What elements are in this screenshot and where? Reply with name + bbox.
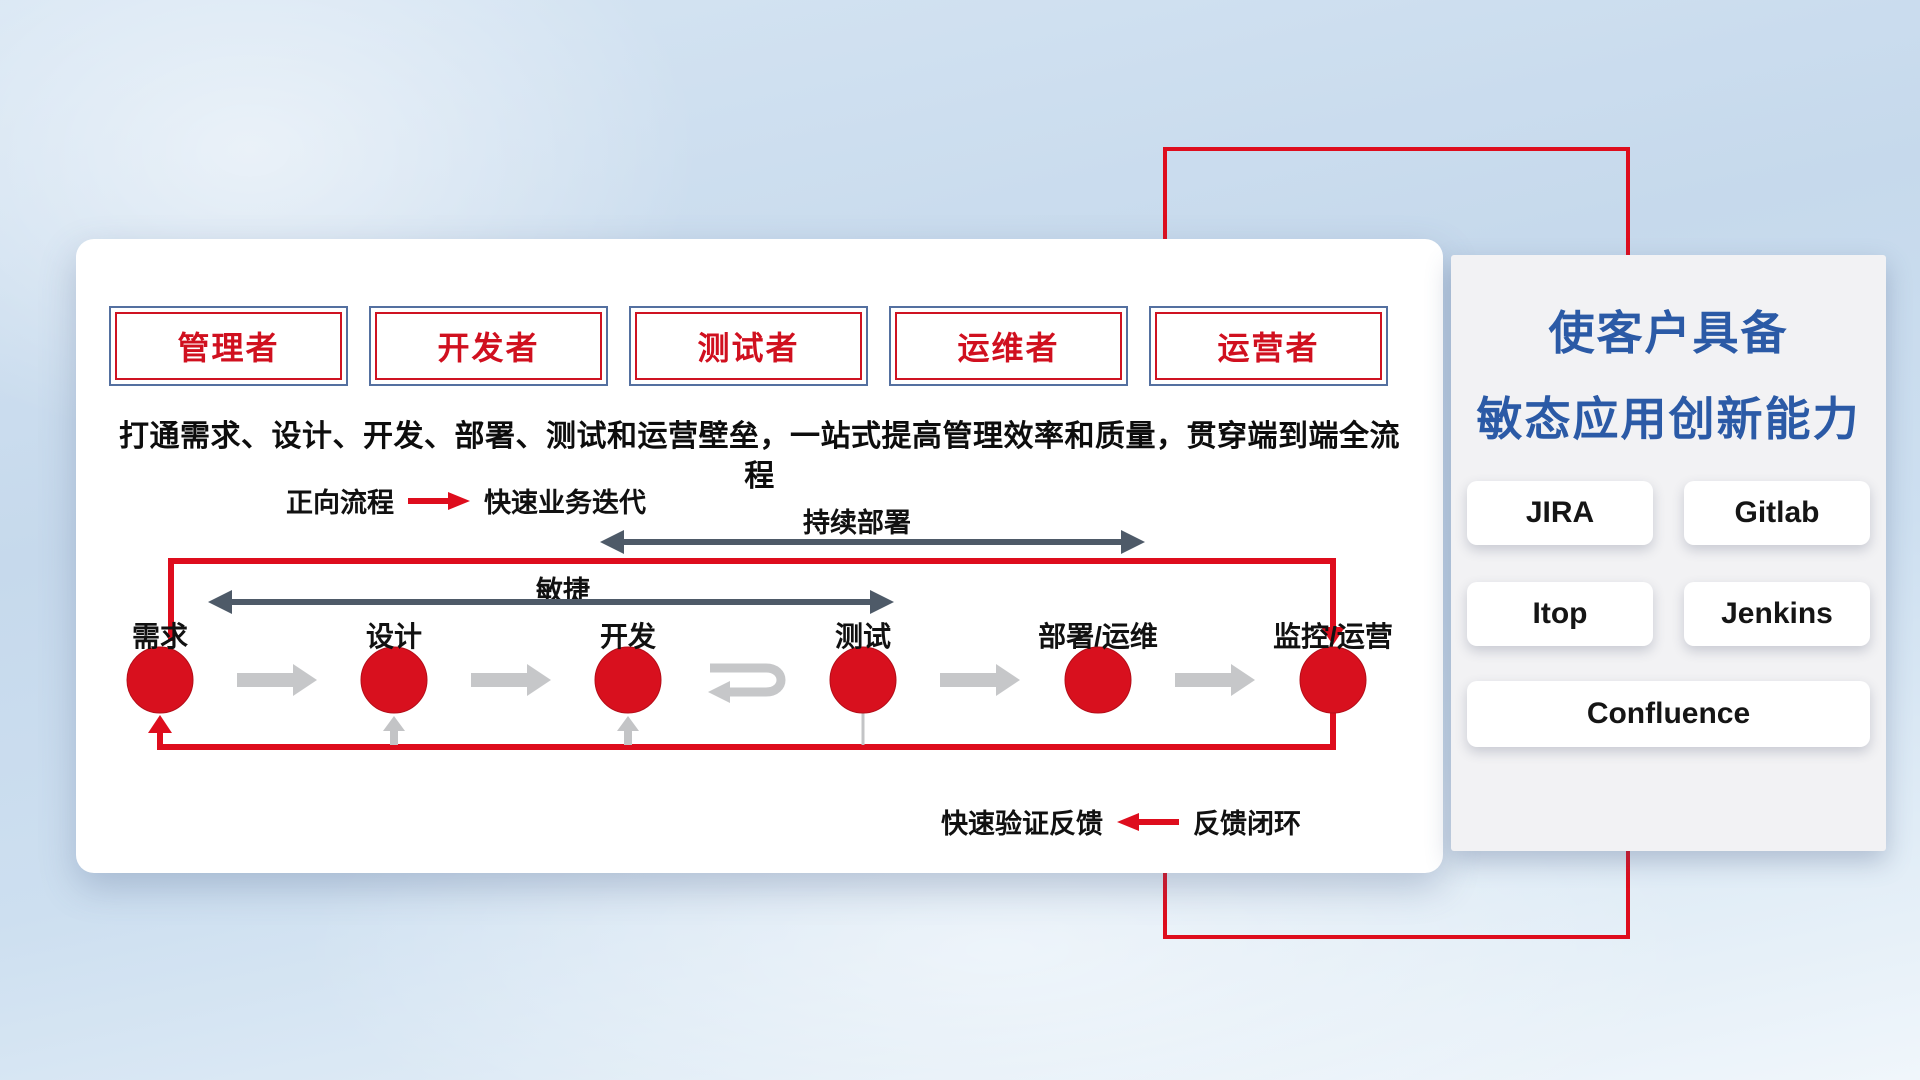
role-label: 运营者 bbox=[1217, 330, 1320, 366]
tool-chip-jenkins: Jenkins bbox=[1684, 582, 1870, 646]
agile-label: 敏捷 bbox=[536, 576, 590, 606]
panel-title-line1: 使客户具备 bbox=[1548, 307, 1789, 359]
role-label: 测试者 bbox=[697, 330, 800, 366]
tool-chip-jira: JIRA bbox=[1467, 481, 1653, 545]
role-box-tester: 测试者 bbox=[629, 306, 868, 386]
feedback-loop-line bbox=[148, 711, 1336, 750]
legend-forward: 正向流程 快速业务迭代 bbox=[286, 481, 646, 520]
tool-chip-confluence: Confluence bbox=[1467, 681, 1870, 747]
flow-node-circles bbox=[126, 646, 1367, 714]
iteration-loop-icon bbox=[708, 663, 786, 703]
feedback-up-arrows bbox=[383, 713, 865, 745]
node-label-design: 设计 bbox=[365, 621, 422, 652]
headline-text: 打通需求、设计、开发、部署、测试和运营壁垒，一站式提高管理效率和质量，贯穿端到端… bbox=[119, 420, 1400, 493]
continuous-deploy-label: 持续部署 bbox=[803, 508, 911, 538]
node-label-test: 测试 bbox=[834, 621, 891, 652]
role-label: 运维者 bbox=[957, 330, 1060, 366]
forward-arrow-icon bbox=[408, 491, 470, 510]
capability-panel: 使客户具备 敏态应用创新能力 JIRA Gitlab Itop Jenkins … bbox=[1451, 255, 1886, 851]
node-label-monitor-operate: 监控/运营 bbox=[1273, 621, 1393, 652]
panel-title-line2: 敏态应用创新能力 bbox=[1476, 393, 1861, 445]
node-label-requirements: 需求 bbox=[131, 621, 188, 652]
role-label: 管理者 bbox=[177, 330, 280, 366]
role-box-operator: 运营者 bbox=[1149, 306, 1388, 386]
legend-feedback-caption: 反馈闭环 bbox=[1193, 809, 1301, 839]
tool-chip-gitlab: Gitlab bbox=[1684, 481, 1870, 545]
feedback-arrow-icon bbox=[1117, 812, 1179, 831]
legend-feedback-label: 快速验证反馈 bbox=[941, 809, 1103, 839]
node-label-deploy-ops: 部署/运维 bbox=[1038, 621, 1158, 652]
legend-forward-label: 正向流程 bbox=[286, 488, 394, 518]
tool-chip-itop: Itop bbox=[1467, 582, 1653, 646]
role-label: 开发者 bbox=[437, 330, 540, 366]
node-connector-arrows bbox=[237, 664, 1255, 696]
devops-flow-card: 管理者 开发者 测试者 运维者 运营者 打通需求、设计、开发、部署、测试和运营壁… bbox=[76, 239, 1443, 873]
role-box-developer: 开发者 bbox=[369, 306, 608, 386]
role-box-operations: 运维者 bbox=[889, 306, 1128, 386]
node-label-develop: 开发 bbox=[599, 621, 656, 652]
legend-feedback: 快速验证反馈 反馈闭环 bbox=[941, 802, 1301, 841]
role-box-manager: 管理者 bbox=[109, 306, 348, 386]
legend-forward-caption: 快速业务迭代 bbox=[484, 488, 646, 518]
